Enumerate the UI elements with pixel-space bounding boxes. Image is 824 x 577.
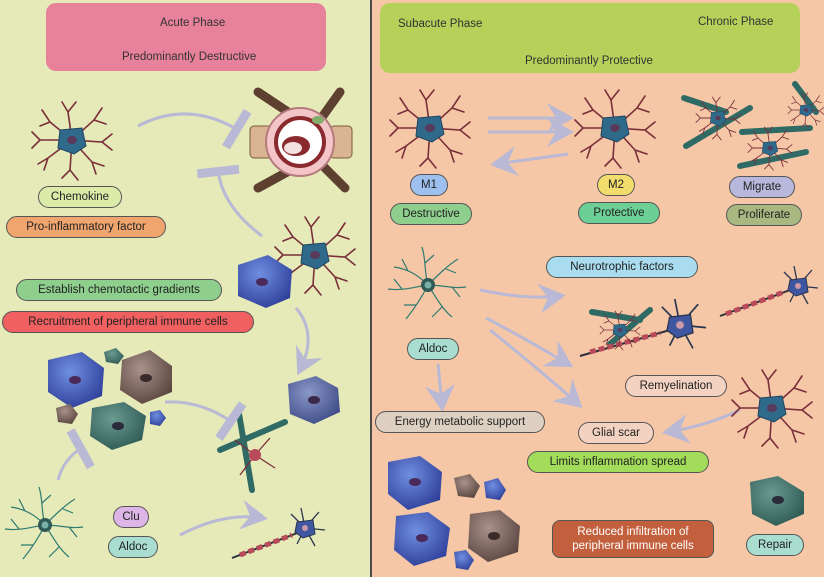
neuron-axon-icon xyxy=(231,507,326,559)
limits-inflammation-label: Limits inflammation spread xyxy=(527,451,709,473)
inhibit-arrow xyxy=(196,164,263,238)
energy-metabolic-support-label: Energy metabolic support xyxy=(375,411,545,433)
destructive-label: Destructive xyxy=(390,203,472,225)
acute-phase-title: Acute Phase xyxy=(160,17,226,29)
arrow xyxy=(294,307,323,376)
blood-vessel-icon xyxy=(249,87,353,193)
acute-phase-header: Acute Phase Predominantly Destructive xyxy=(46,3,326,71)
subacute-phase-title: Subacute Phase xyxy=(398,18,483,30)
aldoc-label: Aldoc xyxy=(108,536,158,558)
m1-label: M1 xyxy=(410,174,448,196)
m2-label: M2 xyxy=(597,174,635,196)
protective-phase-subtitle: Predominantly Protective xyxy=(525,55,653,67)
chronic-phase-title: Chronic Phase xyxy=(698,16,774,28)
inhibit-arrow xyxy=(56,428,95,481)
arrow xyxy=(179,499,268,537)
immune-cell-cluster-icon xyxy=(48,348,172,450)
immune-cell-icon xyxy=(238,255,292,308)
m1-microglia-icon xyxy=(389,89,471,169)
aldoc-label: Aldoc xyxy=(407,338,459,360)
immune-cell-cluster-icon xyxy=(388,456,520,570)
neuron-axon-icon xyxy=(719,265,819,317)
glial-scar-label: Glial scar xyxy=(578,422,654,444)
subacute-chronic-panel xyxy=(372,0,824,577)
proliferating-microglia-icon xyxy=(681,81,824,171)
reduced-infiltration-label: Reduced infiltration of peripheral immun… xyxy=(552,520,714,558)
chemotactic-gradients-label: Establish chemotactic gradients xyxy=(16,279,222,301)
repair-cell-icon xyxy=(750,476,804,526)
microglia-cell-icon xyxy=(731,369,813,449)
pro-inflammatory-factor-label: Pro-inflammatory factor xyxy=(6,216,166,238)
m2-microglia-icon xyxy=(574,89,656,169)
remyelination-icon xyxy=(579,298,707,357)
protective-label: Protective xyxy=(578,202,660,224)
neurotrophic-factors-label: Neurotrophic factors xyxy=(546,256,698,278)
microglia-cell-icon xyxy=(31,101,113,181)
acute-phase-subtitle: Predominantly Destructive xyxy=(122,51,257,63)
clu-label: Clu xyxy=(113,506,149,528)
migrate-label: Migrate xyxy=(729,176,795,198)
reduced-infiltration-line1: Reduced infiltration of xyxy=(577,526,689,538)
reduced-infiltration-line2: peripheral immune cells xyxy=(572,540,694,552)
astrocyte-icon xyxy=(387,246,467,320)
repair-label: Repair xyxy=(746,534,804,556)
subacute-chronic-header: Subacute Phase Chronic Phase Predominant… xyxy=(380,3,800,73)
astrocyte-icon xyxy=(4,486,84,560)
recruitment-immune-cells-label: Recruitment of peripheral immune cells xyxy=(2,311,254,333)
inhibit-arrow xyxy=(164,400,247,442)
phase-divider xyxy=(370,0,372,577)
proliferate-label: Proliferate xyxy=(726,204,802,226)
remyelination-label: Remyelination xyxy=(625,375,727,397)
immune-cell-icon xyxy=(288,376,340,424)
inhibit-arrow xyxy=(137,108,252,150)
chemokine-label: Chemokine xyxy=(38,186,122,208)
